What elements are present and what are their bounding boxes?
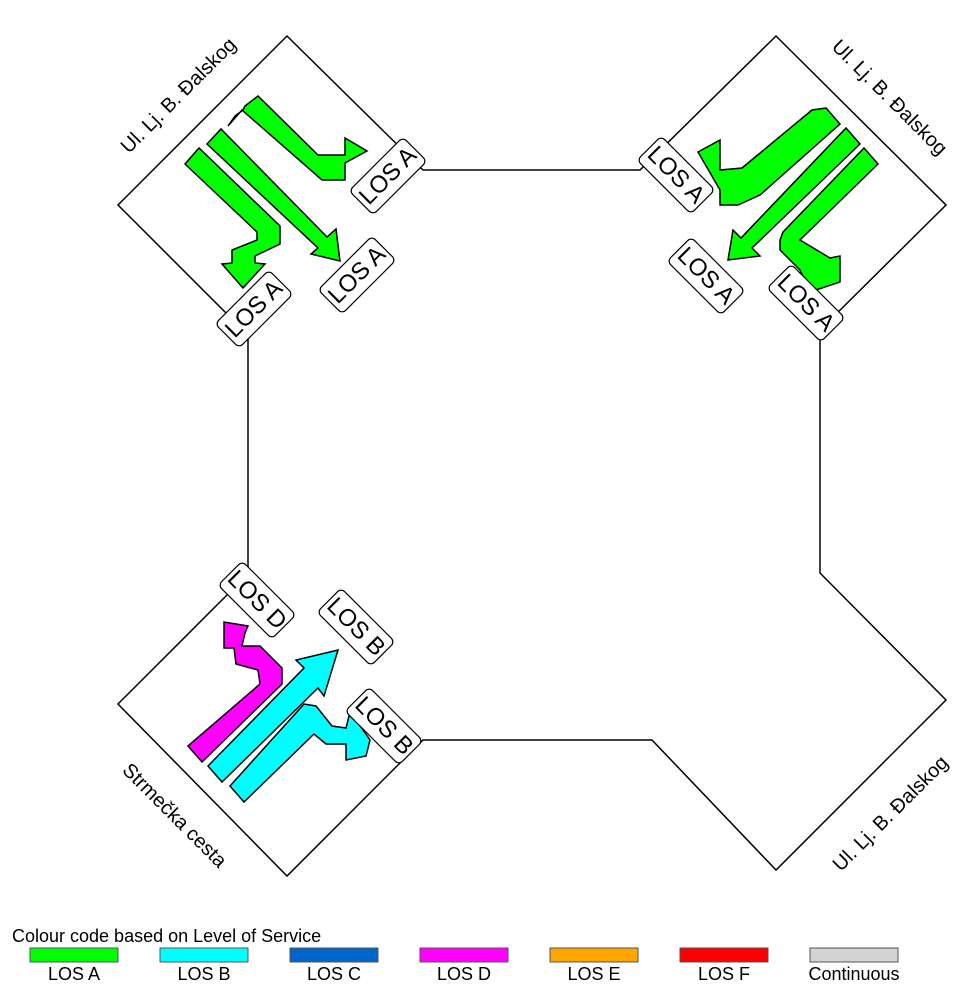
ne-through-arrow — [727, 126, 862, 261]
legend-label: LOS D — [437, 964, 491, 984]
legend-swatch — [29, 947, 119, 963]
legend-item-continuous: Continuous — [808, 947, 900, 984]
legend-swatch — [419, 947, 509, 963]
nw-through-arrow — [205, 127, 341, 262]
approach-south-west: LOS D LOS B LOS B — [186, 562, 422, 804]
legend-label: LOS F — [698, 964, 750, 984]
nw-right-turn-arrow — [227, 95, 369, 181]
legend-label: Continuous — [808, 964, 899, 984]
legend-swatch — [679, 947, 769, 963]
approach-north-east: LOS A LOS A LOS A — [638, 107, 880, 341]
approach-north-west: LOS A LOS A LOS A — [183, 95, 426, 347]
legend: Colour code based on Level of Service LO… — [12, 926, 900, 984]
sw-left-turn-arrow — [186, 621, 283, 764]
nw-left-los-badge: LOS A — [216, 271, 292, 347]
legend-item-los-f: LOS F — [679, 947, 769, 984]
ne-left-los-badge: LOS A — [638, 137, 714, 213]
ne-right-turn-arrow — [779, 146, 880, 293]
legend-label: LOS E — [567, 964, 620, 984]
intersection-outline — [116, 34, 948, 878]
legend-label: LOS C — [307, 964, 361, 984]
legend-item-los-b: LOS B — [159, 947, 249, 984]
sw-right-turn-arrow — [228, 703, 371, 804]
nw-left-turn-arrow — [183, 146, 281, 290]
legend-item-los-a: LOS A — [29, 947, 119, 984]
legend-label: LOS A — [48, 964, 100, 984]
legend-label: LOS B — [177, 964, 230, 984]
road-label-south-west: Strmečka cesta — [118, 759, 232, 873]
legend-item-los-c: LOS C — [289, 947, 379, 984]
legend-title: Colour code based on Level of Service — [12, 926, 321, 946]
ne-left-turn-arrow — [696, 107, 842, 206]
legend-swatch — [289, 947, 379, 963]
ne-right-los-badge: LOS A — [768, 265, 844, 341]
legend-swatch — [159, 947, 249, 963]
legend-swatch — [809, 947, 899, 963]
sw-through-arrow — [206, 648, 340, 784]
road-label-south-east: Ul. Lj. B. Đalskog — [829, 752, 953, 876]
legend-item-los-e: LOS E — [549, 947, 639, 984]
legend-swatch — [549, 947, 639, 963]
legend-item-los-d: LOS D — [419, 947, 509, 984]
